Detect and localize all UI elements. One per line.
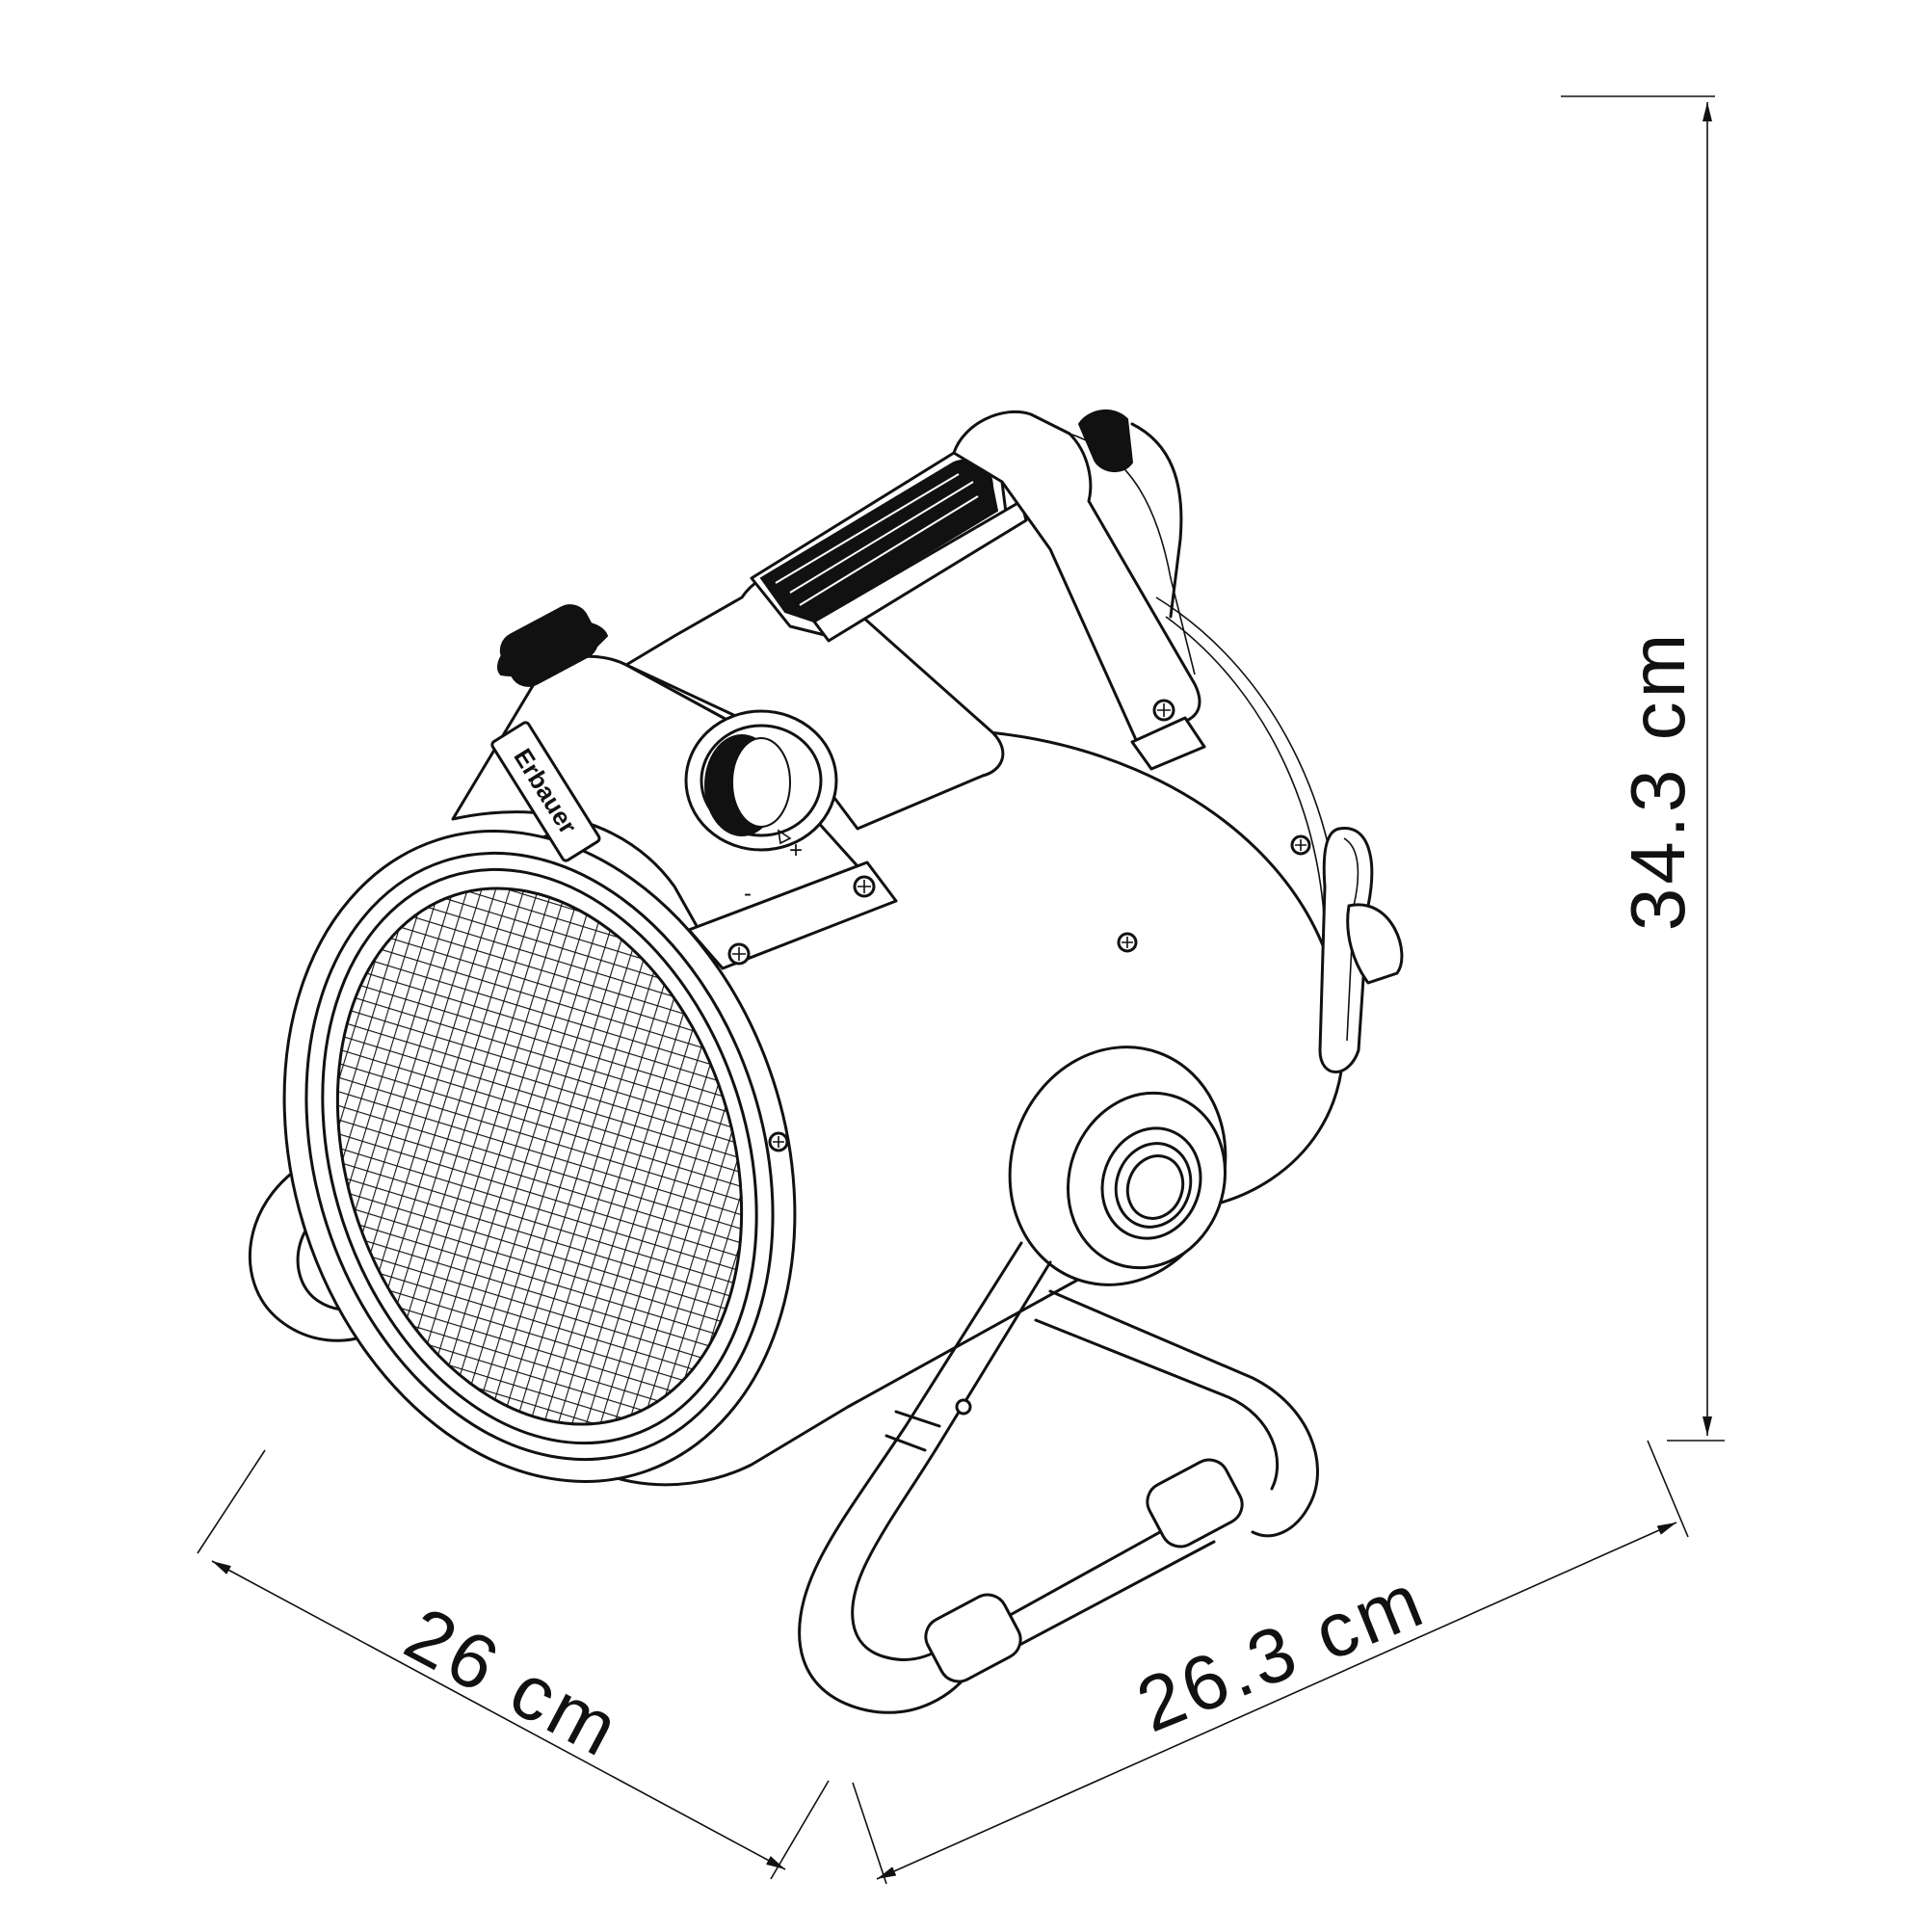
foot-left bbox=[924, 1593, 1022, 1683]
width-extension-left bbox=[852, 1782, 887, 1885]
arm-rear bbox=[1130, 422, 1183, 619]
width-dimension-line bbox=[876, 1522, 1677, 1880]
tilt-knob bbox=[1125, 1154, 1185, 1220]
height-label: 34.3 cm bbox=[1615, 630, 1701, 932]
arm-bracket bbox=[1130, 716, 1206, 771]
dial-pointer-icon bbox=[777, 829, 792, 845]
front-bezel bbox=[282, 830, 797, 1483]
carry-handle bbox=[750, 448, 1028, 643]
dial-minus-label: - bbox=[744, 881, 752, 907]
depth-dimension-line bbox=[211, 1560, 786, 1870]
hub-ring bbox=[1067, 1091, 1227, 1270]
stand-front bbox=[798, 1241, 1319, 1714]
width-label: 26.3 cm bbox=[1125, 1556, 1437, 1749]
width-extension-right bbox=[1647, 1440, 1689, 1538]
dial-plus-label: + bbox=[789, 837, 803, 863]
depth-label: 26 cm bbox=[392, 1591, 635, 1774]
stand-front-tube-outer bbox=[798, 1241, 1023, 1714]
power-switch-knob bbox=[496, 604, 609, 687]
arm-adjust-knob bbox=[1077, 409, 1134, 472]
heater-illustration: Erbauer - + bbox=[249, 409, 1404, 1714]
thermostat-dial: - + bbox=[684, 709, 838, 907]
arm-right bbox=[952, 410, 1201, 744]
housing-bracket bbox=[687, 860, 898, 970]
front-grill bbox=[335, 887, 744, 1426]
handle-arm-right bbox=[952, 409, 1206, 771]
foot-right bbox=[1146, 1458, 1244, 1548]
depth-dimension: 26 cm bbox=[197, 1449, 830, 1880]
brand-plate: Erbauer bbox=[490, 721, 601, 862]
height-dimension: 34.3 cm bbox=[1561, 95, 1725, 1442]
cable-clips bbox=[1318, 827, 1404, 1073]
depth-extension-left bbox=[197, 1449, 266, 1554]
side-hub bbox=[1008, 1045, 1227, 1286]
depth-extension-right bbox=[770, 1780, 830, 1880]
